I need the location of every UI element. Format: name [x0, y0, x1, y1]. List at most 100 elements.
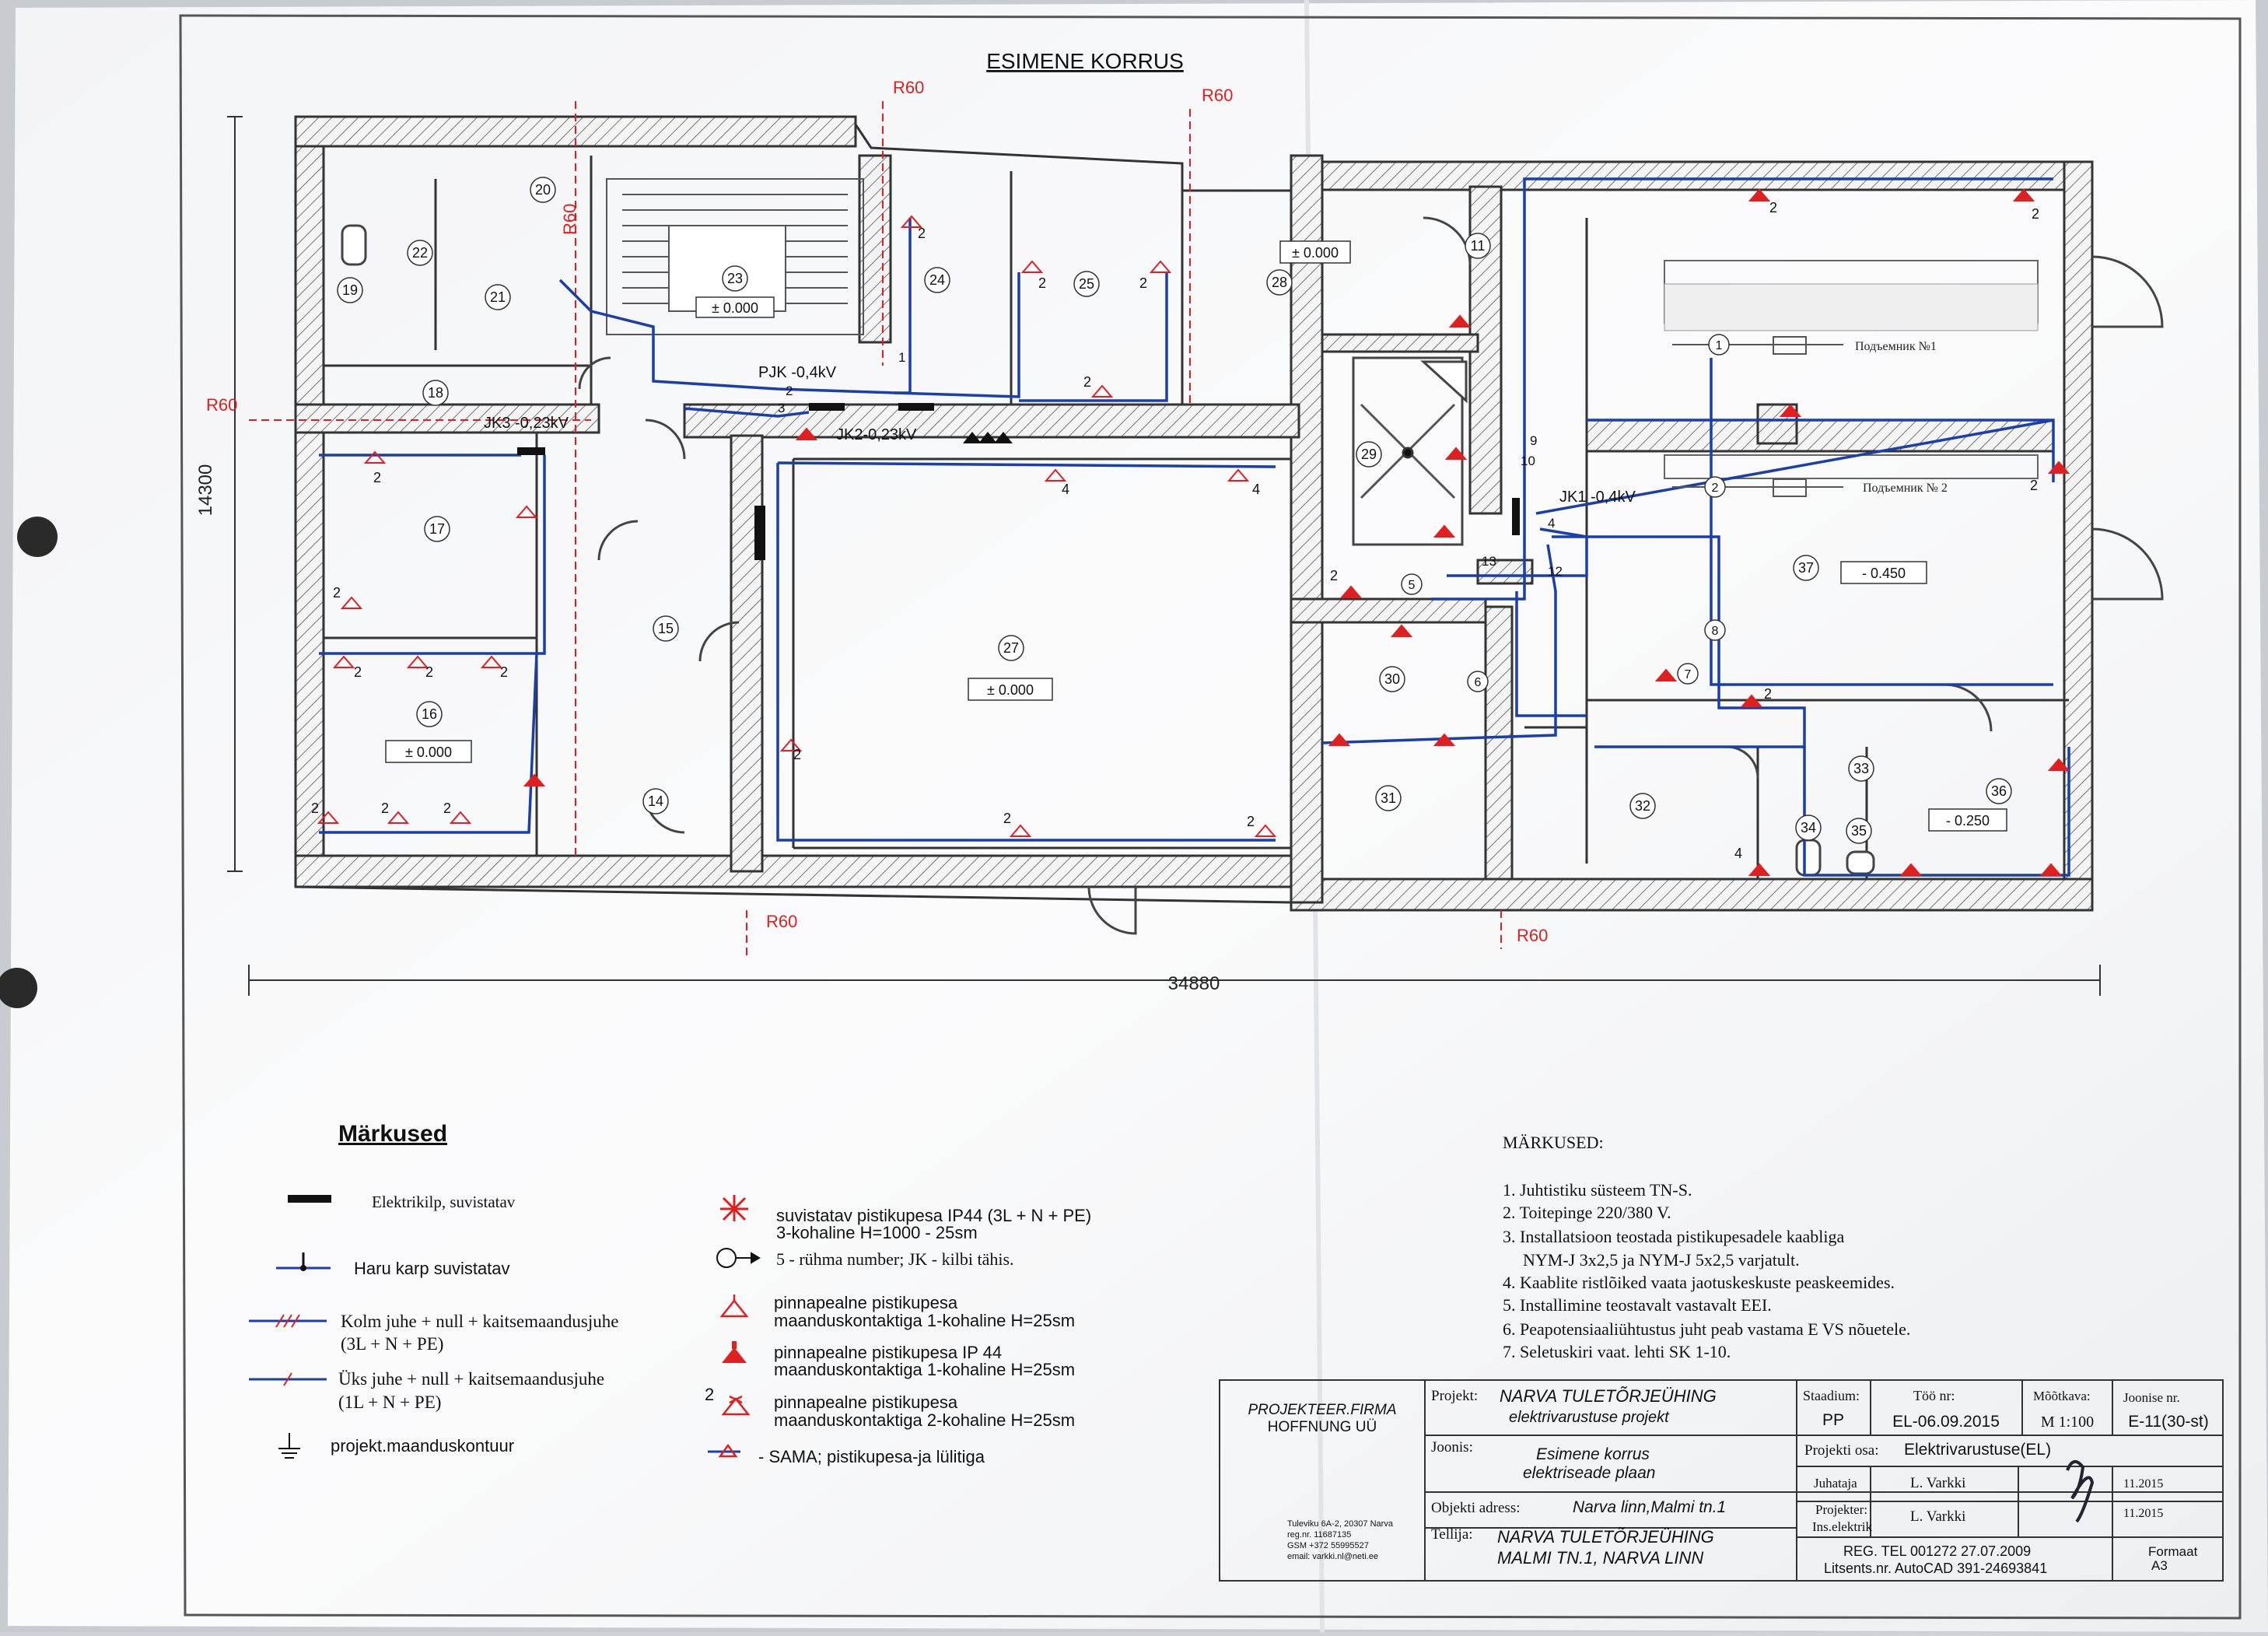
outlet-count: 4: [1252, 482, 1260, 497]
room-number: 35: [1851, 823, 1867, 839]
room-number: 22: [412, 245, 428, 261]
sheet-label: Joonise nr.: [2123, 1390, 2180, 1405]
title-block-text: PROJEKTEER.FIRMA HOFFNUNG UÜ Tuleviku 6A…: [1248, 1386, 2208, 1576]
outlet-ip44-icon: [1390, 624, 1413, 637]
room-tag: 14: [642, 788, 669, 814]
sheet-value: E-11(30-st): [2128, 1413, 2208, 1431]
outlet-count: 2: [500, 664, 508, 680]
interior-walls: [323, 156, 2164, 935]
legend-item-sub: maanduskontaktiga 1-kohaline H=25sm: [774, 1360, 1075, 1379]
room-tag: 25: [1073, 271, 1100, 297]
room-number: 19: [342, 282, 358, 298]
firm-name-2: HOFFNUNG UÜ: [1268, 1419, 1377, 1435]
outlet-ip44-icon: [1444, 447, 1468, 460]
wire-number: 9: [1530, 433, 1537, 448]
binder-hole-icon: [0, 968, 37, 1008]
room-number: 11: [1471, 238, 1486, 254]
object-label: Objekti adress:: [1431, 1500, 1521, 1516]
projekt-label: Projekt:: [1431, 1388, 1478, 1404]
level-box: ± 0.000: [385, 740, 472, 763]
room-number: 36: [1991, 783, 2007, 799]
outlet-ip44-icon: 2: [1740, 686, 1772, 707]
outlet-count: 2: [918, 226, 926, 241]
joonis-label: Joonis:: [1431, 1439, 1473, 1456]
legend-item-sub: maanduskontaktiga 1-kohaline H=25sm: [774, 1311, 1075, 1330]
room-number: 18: [428, 385, 443, 401]
room-tag: 11: [1465, 233, 1491, 259]
outlet-count: 2: [373, 470, 381, 485]
wire-numbers: 1 2 3 4 9 10 12 13: [778, 350, 1563, 579]
note-line: 3. Installatsioon teostada pistikupesade…: [1503, 1227, 1845, 1246]
level-box: ± 0.000: [695, 296, 775, 318]
outlet-icon: 2: [381, 800, 410, 824]
firm-name: PROJEKTEER.FIRMA: [1248, 1402, 1396, 1418]
room-number: 31: [1381, 790, 1396, 806]
juhataja-label: Juhataja: [1814, 1476, 1857, 1491]
group-number-icon: 2: [1704, 476, 1726, 498]
level-value: - 0.450: [1862, 566, 1906, 581]
note-line: 1. Juhtistiku süsteem TN-S.: [1503, 1180, 1692, 1200]
panel-pjk-label: PJK -0,4kV: [758, 364, 837, 381]
room-number: 27: [1003, 640, 1019, 656]
scale-value: M 1:100: [2041, 1414, 2094, 1431]
group-number: 8: [1712, 625, 1719, 638]
group-number-icon: 8: [1704, 619, 1726, 641]
format-label: Formaat: [2148, 1544, 2198, 1559]
wire-number: 2: [786, 384, 793, 398]
dimension-lines: [227, 116, 2101, 996]
outlet-count: 2: [793, 747, 801, 762]
group-numbers: 1 2 5 6 7 8: [1401, 334, 1730, 692]
room-tag: 16: [416, 701, 443, 727]
electric-panels: [517, 403, 1520, 535]
legend-item-sub: 3-kohaline H=1000 - 25sm: [776, 1223, 978, 1242]
outlet-icon: 2: [333, 585, 363, 609]
outlet-ip44-icon: [1654, 668, 1678, 681]
outlet-ip44-icon: [795, 427, 818, 440]
ground-icon: [278, 1433, 300, 1459]
panel-jk1-label: JK1 -0,4kV: [1559, 489, 1636, 506]
firm-address: reg.nr. 11687135: [1287, 1530, 1351, 1540]
legend-item-text: Haru karp suvistatav: [354, 1259, 510, 1278]
outlets: 2 2 2 2 2 2 2 2 2 2 2 2 4 4 2 2 2 2 2 2 …: [311, 188, 2070, 876]
outlet-count: 2: [1139, 275, 1147, 291]
legend-item-text: Elektrikilp, suvistatav: [372, 1193, 516, 1211]
outlet-count: 2: [705, 1385, 714, 1404]
outlet-count: 2: [1038, 275, 1046, 291]
outlet-icon: 2: [311, 800, 340, 824]
outlet-ip44-icon: [2047, 758, 2070, 771]
wire-number: 3: [778, 401, 785, 415]
room-tag: 28: [1266, 269, 1293, 296]
note-line: 5. Installimine teostavalt vastavalt EEI…: [1503, 1295, 1772, 1315]
note-line: NYM-J 3x2,5 ja NYM-J 5x2,5 varjatult.: [1523, 1250, 1800, 1270]
tellija-label: Tellija:: [1431, 1526, 1473, 1543]
projekter-date: 11.2015: [2123, 1507, 2163, 1520]
outlet-surface-ip44-icon: [722, 1341, 747, 1363]
projekt-value-2: elektrivarustuse projekt: [1509, 1409, 1670, 1426]
outlet-ip44-icon: [1448, 314, 1472, 328]
outlet-count: 2: [2032, 206, 2039, 222]
panel-jk3-label: JK3 -0,23kV: [484, 415, 569, 432]
notes-heading: MÄRKUSED:: [1503, 1133, 1604, 1152]
level-box: ± 0.000: [968, 678, 1053, 701]
room-tag: 36: [1986, 778, 2012, 804]
outlet-icon: 2: [1139, 260, 1172, 291]
room-tag: 33: [1848, 755, 1874, 782]
outlet-icon: 2: [1003, 811, 1032, 837]
room-tag: 30: [1379, 666, 1405, 692]
projekt-value: NARVA TULETÕRJEÜHING: [1500, 1386, 1717, 1406]
outlet-icon: 2: [900, 215, 926, 241]
room-tag: 15: [653, 615, 679, 642]
outlet-ip44-icon: 2: [1748, 188, 1777, 215]
wire-number: 1: [898, 350, 905, 365]
group-number-icon: [716, 1248, 761, 1268]
outlet-icon: 2: [1247, 814, 1277, 837]
legend-item-text: pinnapealne pistikupesa IP 44: [774, 1343, 1002, 1362]
room-tag: 34: [1795, 814, 1822, 841]
group-number-icon: 5: [1401, 573, 1423, 595]
legend-item-text: Kolm juhe + null + kaitsemaandusjuhe: [341, 1312, 618, 1331]
wiring: [319, 177, 2070, 877]
outlet-count: 2: [1247, 814, 1255, 829]
lift-markers: [1672, 336, 1843, 497]
fire-boundaries: [249, 101, 1502, 957]
level-box: - 0.250: [1928, 808, 2007, 832]
